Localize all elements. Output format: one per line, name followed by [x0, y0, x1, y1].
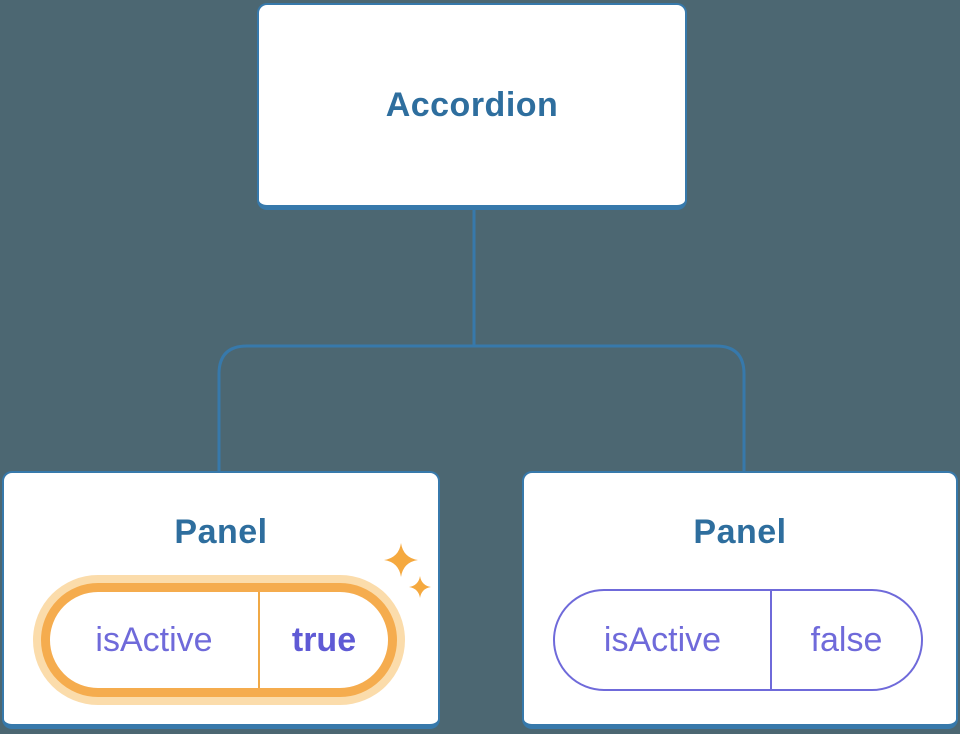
panel-component-label: Panel: [174, 513, 268, 551]
state-key-label: isActive: [95, 620, 213, 659]
state-pill-active: isActive true: [41, 583, 397, 697]
pill-divider: [258, 592, 260, 688]
panel-component-box-active: Panel isActive true: [2, 471, 440, 729]
state-value-label: false: [810, 620, 883, 659]
panel-component-label: Panel: [693, 513, 787, 551]
accordion-component-box: Accordion: [257, 3, 687, 210]
root-component-label: Accordion: [385, 85, 559, 124]
state-key-label: isActive: [603, 620, 722, 659]
sparkle-icon: [384, 543, 431, 598]
parent-child-connector: [217, 205, 746, 471]
state-value-label: true: [291, 620, 357, 659]
pill-divider: [770, 591, 772, 689]
panel-component-box-inactive: Panel isActive false: [522, 471, 958, 729]
state-pill-inactive: isActive false: [553, 589, 923, 691]
